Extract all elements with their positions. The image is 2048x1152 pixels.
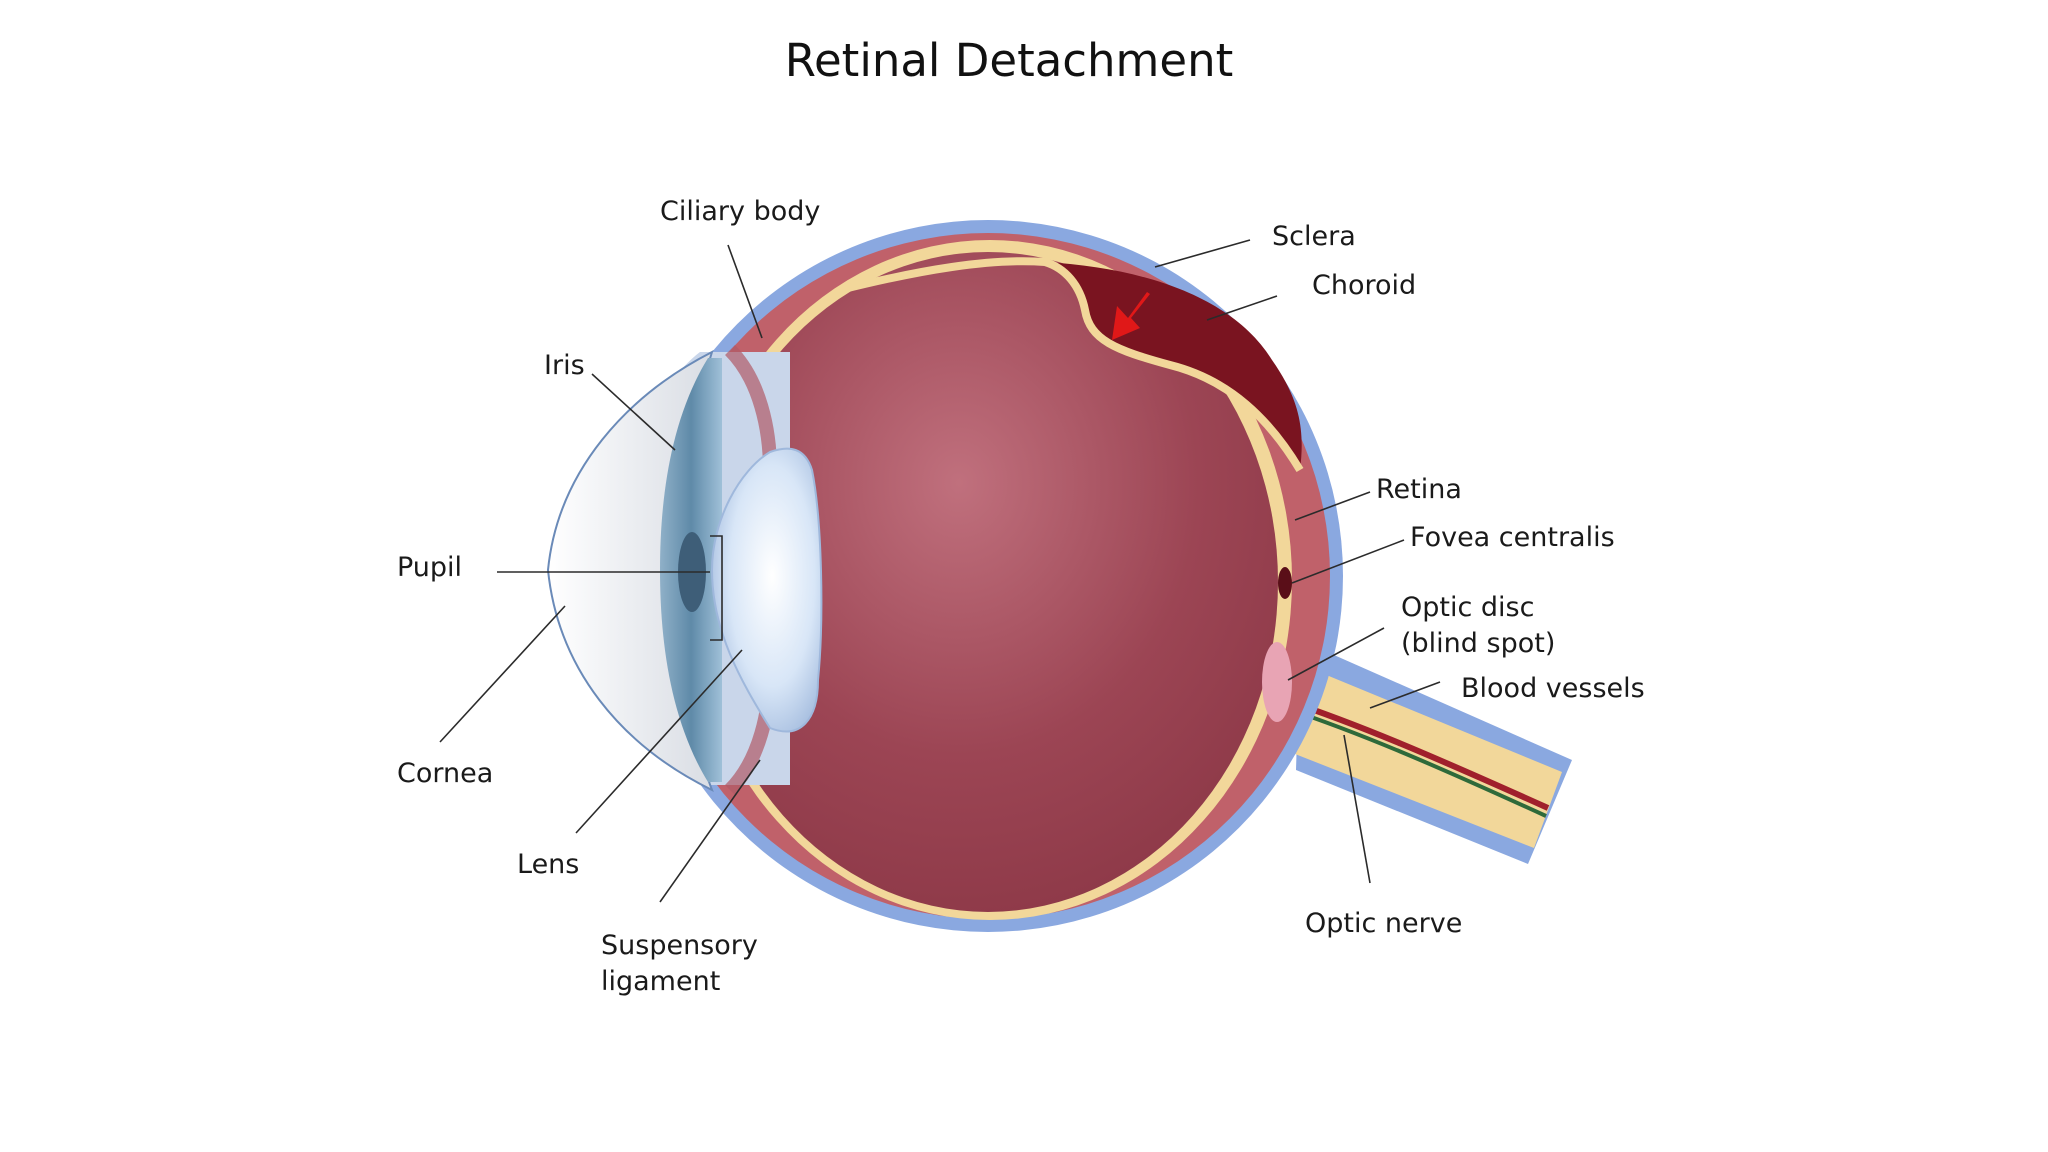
leader-fovea xyxy=(1291,539,1405,584)
diagram-title: Retinal Detachment xyxy=(784,34,1234,87)
leader-ciliary-body xyxy=(727,244,763,339)
leader-choroid xyxy=(1206,295,1278,321)
leader-lens xyxy=(575,649,743,834)
pupil-bracket xyxy=(710,535,723,641)
label-choroid: Choroid xyxy=(1312,270,1416,301)
leader-retina xyxy=(1294,491,1371,521)
label-suspensory-1: Suspensory xyxy=(601,930,758,961)
label-ciliary-body: Ciliary body xyxy=(660,196,820,227)
label-iris: Iris xyxy=(544,350,585,381)
leader-iris xyxy=(591,373,676,451)
leader-sclera xyxy=(1154,239,1251,268)
label-pupil: Pupil xyxy=(397,552,462,583)
label-sclera: Sclera xyxy=(1272,221,1356,252)
label-optic-disc-2: (blind spot) xyxy=(1401,628,1555,659)
label-retina: Retina xyxy=(1376,474,1462,505)
label-blood-vessels: Blood vessels xyxy=(1461,673,1645,704)
leader-cornea xyxy=(439,605,566,743)
vitreous-body xyxy=(698,252,1278,912)
detachment-pocket xyxy=(1045,262,1302,470)
detached-retina-edge xyxy=(839,257,1304,473)
optic-disc xyxy=(1262,642,1292,722)
label-optic-disc-1: Optic disc xyxy=(1401,592,1534,623)
label-cornea: Cornea xyxy=(397,758,493,789)
leader-optic-nerve xyxy=(1343,734,1371,884)
leader-suspensory xyxy=(659,759,761,903)
label-optic-nerve: Optic nerve xyxy=(1305,908,1462,939)
label-suspensory-2: ligament xyxy=(601,966,720,997)
detachment-arrow xyxy=(1112,292,1150,340)
label-lens: Lens xyxy=(517,849,579,880)
leader-blood-vessels xyxy=(1369,681,1441,709)
lens xyxy=(710,447,823,733)
leader-optic-disc xyxy=(1287,627,1385,681)
label-fovea-centralis: Fovea centralis xyxy=(1410,522,1615,553)
fovea-centralis xyxy=(1278,567,1292,599)
